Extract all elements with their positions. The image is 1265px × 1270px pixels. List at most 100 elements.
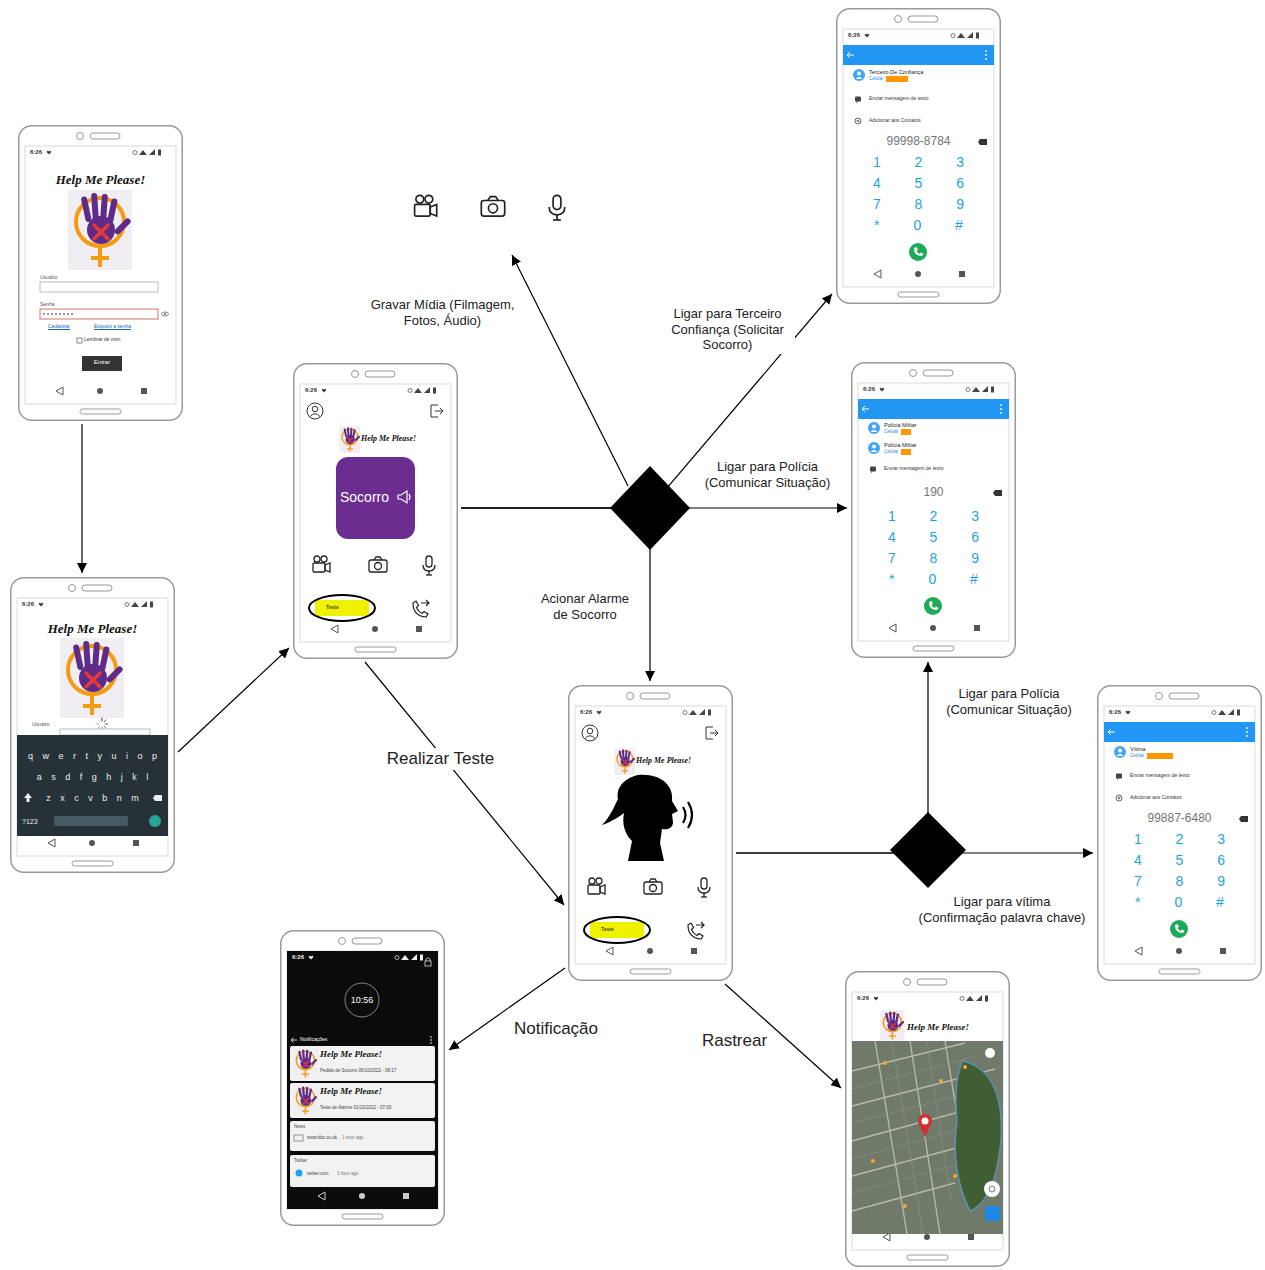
screen-text: Terceiro De Confiança bbox=[869, 69, 979, 75]
screen-text: 6:26 bbox=[857, 995, 877, 1002]
dialer-phone bbox=[843, 45, 994, 65]
map-phone bbox=[846, 972, 1010, 1267]
screen-text: Pedido de Socorro 06/10/2022 - 08:17 bbox=[320, 1068, 433, 1073]
notification-phone bbox=[426, 958, 430, 961]
home-phone bbox=[409, 494, 410, 500]
screen-text: Help Me Please! bbox=[17, 622, 168, 637]
screen-text: 6:26 bbox=[22, 601, 42, 608]
notification-phone bbox=[287, 951, 438, 1209]
alarm-phone bbox=[569, 686, 733, 981]
dialer-phone bbox=[924, 597, 942, 615]
login-phone bbox=[67, 313, 69, 315]
dialer-phone bbox=[1098, 686, 1262, 981]
alarm-phone bbox=[569, 686, 733, 981]
dialer-phone bbox=[901, 449, 911, 455]
edge-label: Rastrear bbox=[697, 1030, 772, 1052]
dialer-phone bbox=[852, 363, 1016, 658]
media-icons-top bbox=[481, 197, 504, 217]
map-screen: 6:26Help Me Please! bbox=[845, 971, 1010, 1267]
dialer-phone bbox=[870, 467, 876, 474]
notification-phone bbox=[309, 954, 423, 961]
login-phone bbox=[40, 282, 158, 292]
screen-text: Teste de Alarme 01/10/2022 - 07:00 bbox=[320, 1105, 433, 1110]
map-phone bbox=[852, 1041, 1003, 1234]
home-phone bbox=[307, 403, 443, 453]
screen-text: Twitter bbox=[294, 1158, 334, 1163]
screen-text: 7 8 9 bbox=[858, 550, 1009, 566]
screen-text: Esqueci a senha bbox=[94, 324, 154, 330]
loading-screen: 6:26Help Me Please!Usuárioq w e r t y u … bbox=[10, 577, 175, 873]
screen-text: Enviar mensagem de texto bbox=[884, 466, 994, 472]
media-icons-top bbox=[415, 195, 565, 220]
screen-text: z x c v b n m bbox=[17, 793, 168, 803]
screen-text: Adicionar aos Contatos bbox=[869, 118, 979, 124]
map-phone bbox=[985, 1048, 995, 1058]
screen-text: Lembrar de mim bbox=[84, 337, 144, 343]
alarm-phone bbox=[606, 947, 697, 955]
dialer-phone bbox=[886, 76, 908, 82]
map-phone bbox=[852, 1183, 955, 1211]
loading-phone bbox=[48, 839, 139, 847]
screen-text: Celular bbox=[884, 449, 900, 454]
dialer-phone bbox=[909, 243, 927, 261]
dialer-phone bbox=[1114, 746, 1126, 758]
loading-phone bbox=[102, 718, 103, 721]
screen-text: Cadastrar bbox=[48, 324, 88, 330]
alarm-phone bbox=[597, 709, 711, 716]
notification-phone bbox=[318, 1192, 409, 1200]
map-phone bbox=[852, 1109, 970, 1141]
screen-text: Help Me Please! bbox=[320, 1049, 420, 1059]
screen-text: 6:26 bbox=[863, 386, 883, 393]
screen-text: Celular bbox=[1130, 753, 1146, 758]
login-phone bbox=[55, 313, 57, 315]
media-icons-top bbox=[415, 195, 437, 216]
screen-text: Entrar bbox=[82, 359, 122, 366]
alarm-phone bbox=[602, 775, 678, 861]
screen-text: 10:56 bbox=[337, 995, 387, 1005]
screen-text: 1 2 3 bbox=[843, 154, 994, 170]
screen-text: Polícia Militar bbox=[884, 442, 994, 448]
map-phone bbox=[883, 1061, 887, 1065]
screen-text: Usuário bbox=[32, 722, 72, 728]
notification-phone bbox=[296, 1170, 303, 1177]
home-phone bbox=[336, 457, 415, 539]
login-phone bbox=[47, 313, 49, 315]
screen-text: 1 2 3 bbox=[858, 508, 1009, 524]
notification-phone bbox=[290, 1155, 435, 1187]
dialer-phone bbox=[853, 69, 865, 81]
flow-arrow bbox=[365, 662, 564, 905]
screen-text: ?123 bbox=[22, 818, 46, 826]
screen-text: * 0 # bbox=[858, 571, 1009, 587]
map-phone bbox=[871, 1159, 875, 1163]
notification-phone bbox=[293, 1085, 317, 1115]
dialer-phone bbox=[978, 139, 987, 145]
dialer-screen: 6:26Terceiro De ConfiançaCelularEnviar m… bbox=[836, 8, 1001, 304]
loading-phone bbox=[11, 578, 175, 873]
screen-text: Help Me Please! bbox=[361, 434, 436, 443]
screen-text: Notificações bbox=[300, 1037, 380, 1043]
screen-text: Senha bbox=[40, 302, 100, 308]
screen-text: 4 5 6 bbox=[858, 529, 1009, 545]
home-phone bbox=[398, 491, 407, 503]
edge-label: Realizar Teste bbox=[378, 748, 503, 770]
notification-phone bbox=[430, 1036, 432, 1038]
map-phone bbox=[922, 1118, 929, 1125]
dialer-phone bbox=[889, 624, 980, 632]
screen-text: Vítima bbox=[1130, 746, 1240, 752]
login-screen: 6:26Help Me Please!UsuárioSenhaCadastrar… bbox=[18, 125, 183, 421]
map-phone bbox=[985, 1206, 1000, 1221]
screen-text: Socorro bbox=[340, 489, 398, 505]
screen-text: 7 8 9 bbox=[1104, 873, 1255, 889]
home-phone bbox=[322, 387, 436, 394]
map-phone bbox=[874, 995, 988, 1002]
screen-text: 6:26 bbox=[305, 387, 325, 394]
login-phone bbox=[19, 126, 183, 421]
dialer-phone bbox=[868, 442, 880, 454]
notification-phone bbox=[290, 1121, 435, 1151]
dialer-phone bbox=[1126, 709, 1240, 716]
arrow-label: Gravar Mídia (Filmagem, Fotos, Áudio) bbox=[355, 296, 530, 329]
dialer-phone bbox=[1098, 686, 1262, 981]
map-phone bbox=[883, 1233, 974, 1241]
loading-phone bbox=[98, 726, 100, 728]
screen-text: 6:26 bbox=[580, 709, 600, 716]
